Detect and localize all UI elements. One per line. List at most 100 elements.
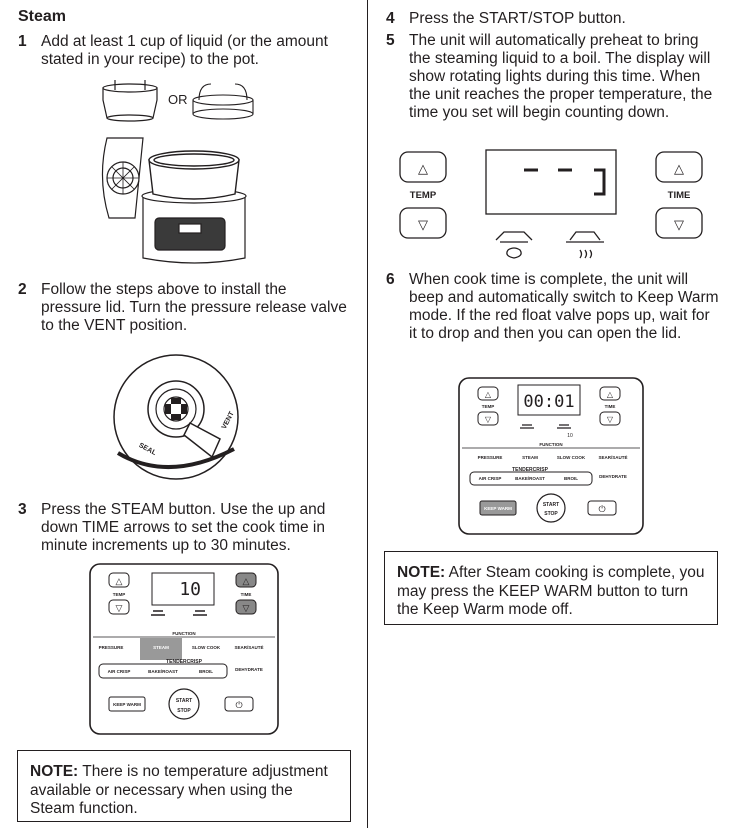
- column-divider: [367, 0, 368, 828]
- function-air-crisp: AIR CRISP: [479, 476, 502, 481]
- pressure-lid-icon: [495, 231, 533, 259]
- svg-text:▽: ▽: [243, 603, 250, 613]
- time-up-button: [599, 386, 621, 401]
- temp-down-button: [477, 411, 499, 426]
- time-down-button: [655, 207, 703, 239]
- power-button: [224, 696, 254, 712]
- temp-label: TEMP: [410, 190, 437, 201]
- svg-text:▽: ▽: [674, 217, 684, 232]
- function-bake-roast: BAKE/ROAST: [515, 476, 545, 481]
- keep-warm-button: KEEP WARM: [484, 506, 512, 511]
- stop-label: STOP: [544, 511, 558, 517]
- function-slow-cook: SLOW COOK: [192, 645, 221, 650]
- function-sear-saute: SEAR/SAUTÉ: [234, 643, 263, 650]
- small-icon-number: 10: [567, 433, 573, 439]
- crisping-lid-icon: [557, 424, 571, 429]
- svg-text:△: △: [485, 390, 492, 399]
- or-label: OR: [168, 92, 188, 107]
- start-label: START: [543, 502, 559, 508]
- time-label: TIME: [605, 404, 616, 409]
- step-text: Follow the steps above to install the pr…: [41, 281, 347, 334]
- temp-label: TEMP: [113, 592, 126, 597]
- step-number: 2: [18, 281, 27, 298]
- stop-label: STOP: [177, 708, 191, 714]
- step-text: Press the START/STOP button.: [409, 10, 626, 27]
- function-steam: STEAM: [153, 645, 169, 650]
- temp-down-button: [399, 207, 447, 239]
- power-button: [587, 500, 617, 516]
- svg-text:△: △: [418, 161, 428, 176]
- svg-text:▽: ▽: [116, 603, 123, 613]
- function-dehydrate: DEHYDRATE: [599, 474, 627, 479]
- crisping-lid-icon: [101, 137, 144, 219]
- cooker-illustration: [101, 80, 254, 264]
- pressure-lid-icon: [151, 610, 165, 616]
- function-air-crisp: AIR CRISP: [108, 669, 131, 674]
- step-text: When cook time is complete, the unit wil…: [409, 271, 719, 342]
- function-label: FUNCTION: [172, 631, 195, 636]
- svg-text:△: △: [116, 576, 123, 586]
- svg-text:△: △: [243, 576, 250, 586]
- temp-up-button: [108, 572, 130, 588]
- function-slow-cook: SLOW COOK: [557, 455, 586, 460]
- function-pressure: PRESSURE: [478, 455, 503, 460]
- step-6: 6 When cook time is complete, the unit w…: [386, 271, 726, 361]
- inner-pot-icon: [148, 150, 240, 200]
- display-screen: [151, 572, 215, 606]
- function-sear-saute: SEAR/SAUTÉ: [598, 453, 627, 460]
- function-broil: BROIL: [199, 669, 213, 674]
- svg-text:△: △: [674, 161, 684, 176]
- control-panel-steam: △ TEMP ▽ 10 △ TIME ▽ FUNCTION PRESSURE S…: [89, 563, 279, 735]
- time-label: TIME: [668, 190, 691, 201]
- steam-basket-icon: [102, 80, 158, 122]
- step-4: 4 Press the START/STOP button.: [386, 10, 726, 30]
- function-pressure: PRESSURE: [99, 645, 124, 650]
- reversible-rack-icon: [192, 83, 254, 120]
- control-panel-keep-warm: △ TEMP ▽ 00:01 △ TIME ▽ 10 FUNCTION PRES…: [458, 377, 644, 535]
- temp-up-button: [399, 151, 447, 183]
- svg-text:▽: ▽: [607, 415, 614, 424]
- step-1: 1 Add at least 1 cup of liquid (or the a…: [18, 33, 358, 73]
- steam-highlight: [140, 638, 182, 660]
- svg-text:▽: ▽: [485, 415, 492, 424]
- step-number: 5: [386, 32, 395, 49]
- note-label: NOTE:: [397, 564, 446, 581]
- step-number: 3: [18, 501, 27, 518]
- step-number: 4: [386, 10, 395, 27]
- step-text: Add at least 1 cup of liquid (or the amo…: [41, 33, 328, 68]
- function-broil: BROIL: [564, 476, 578, 481]
- function-steam: STEAM: [522, 455, 538, 460]
- display-screen: [485, 149, 617, 215]
- section-title: Steam: [18, 8, 67, 25]
- note-text: After Steam cooking is complete, you may…: [397, 564, 705, 618]
- step-number: 6: [386, 271, 395, 288]
- crisping-lid-icon: [193, 610, 207, 616]
- tendercrisp-label: TENDERCRISP: [166, 659, 203, 665]
- note-label: NOTE:: [30, 763, 79, 780]
- function-dehydrate: DEHYDRATE: [235, 667, 263, 672]
- tendercrisp-label: TENDERCRISP: [512, 467, 549, 473]
- time-down-button: [599, 411, 621, 426]
- note-text: There is no temperature adjustment avail…: [30, 763, 328, 817]
- time-down-button: [235, 599, 257, 615]
- start-label: START: [176, 698, 192, 704]
- temp-down-button: [108, 599, 130, 615]
- pressure-lid-icon: [520, 424, 534, 429]
- temp-up-button: [477, 386, 499, 401]
- step-2: 2 Follow the steps above to install the …: [18, 281, 358, 341]
- display-value: 00:01: [523, 392, 574, 412]
- note-box-2: NOTE: After Steam cooking is complete, y…: [384, 551, 718, 625]
- display-screen: [517, 384, 581, 416]
- power-icon: ⏻: [598, 504, 605, 514]
- temp-label: TEMP: [482, 404, 495, 409]
- crisping-lid-icon: [566, 231, 604, 259]
- pressure-valve-illustration: [113, 354, 239, 480]
- note-box-1: NOTE: There is no temperature adjustment…: [17, 750, 351, 822]
- step-text: Press the STEAM button. Use the up and d…: [41, 501, 326, 554]
- keep-warm-button: KEEP WARM: [113, 702, 141, 707]
- time-up-button: [655, 151, 703, 183]
- time-label: TIME: [241, 592, 252, 597]
- preheat-display-illustration: △ TEMP ▽ △ TIME ▽: [399, 149, 703, 259]
- function-label: FUNCTION: [539, 442, 562, 447]
- function-bake-roast: BAKE/ROAST: [148, 669, 178, 674]
